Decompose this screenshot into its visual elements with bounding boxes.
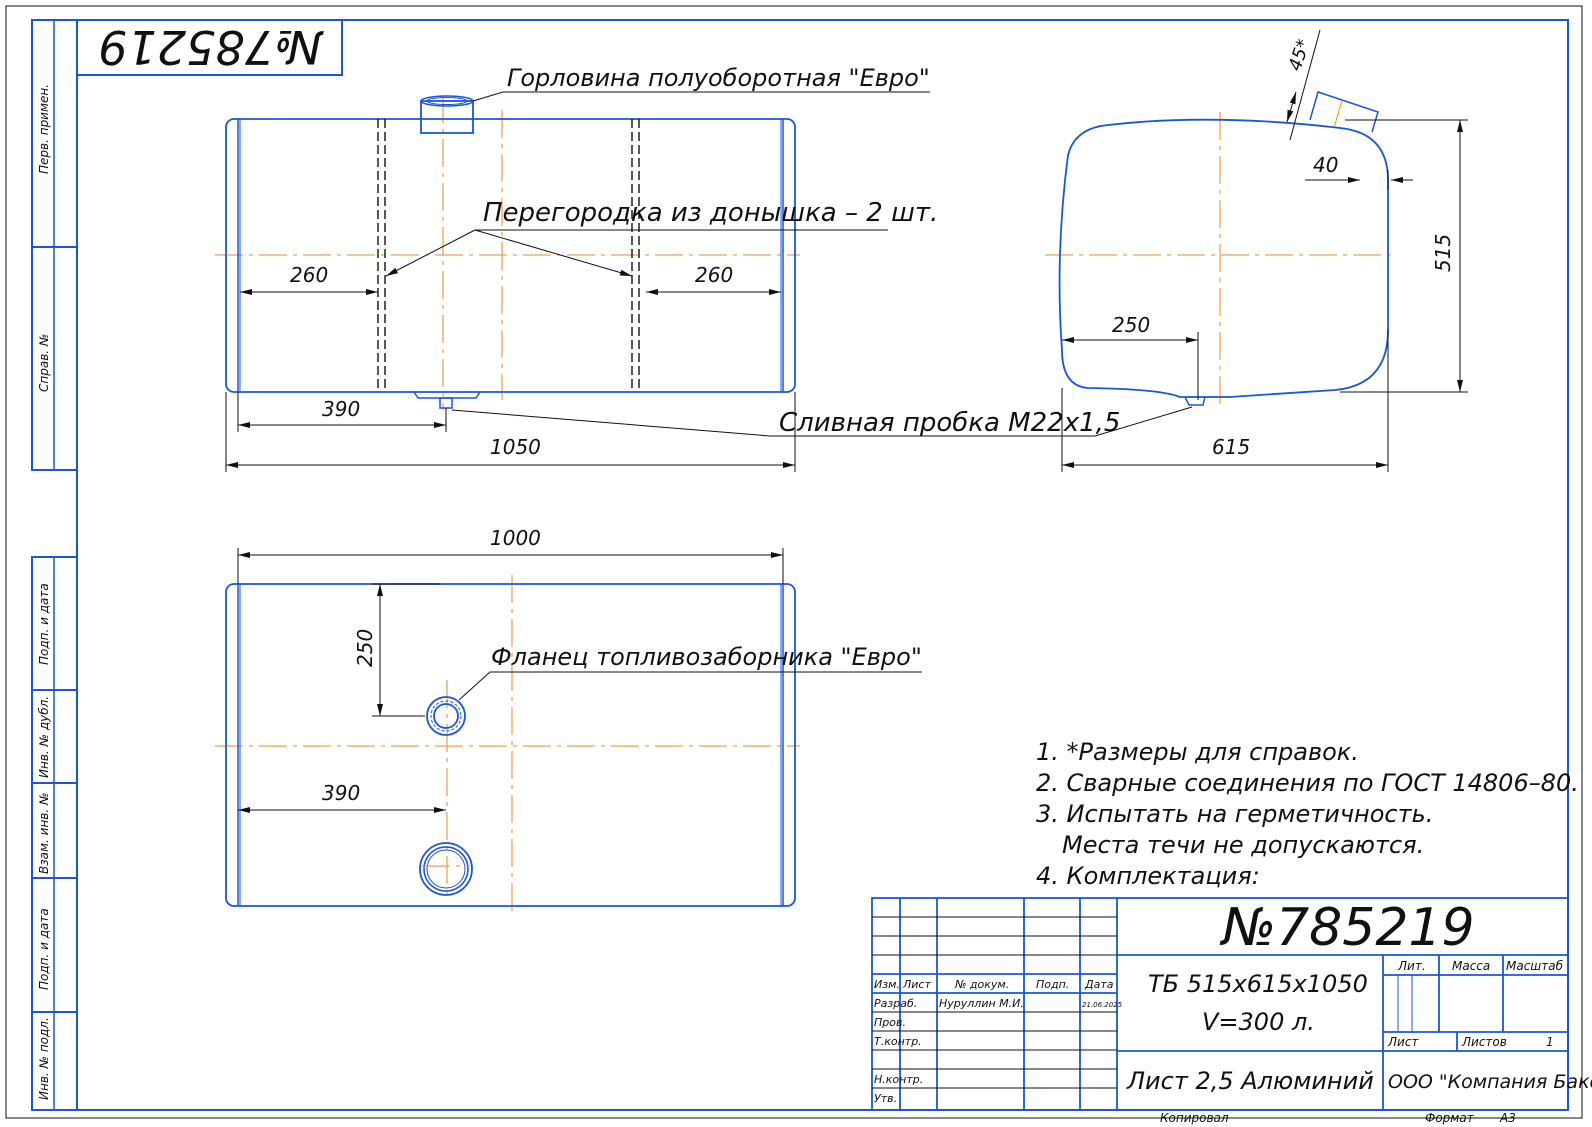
- tb-designation: №785219: [1219, 898, 1475, 958]
- footer-format-value: А3: [1499, 1111, 1516, 1125]
- tb-material: Лист 2,5 Алюминий: [1126, 1067, 1374, 1095]
- footer-kopiroval: Копировал: [1160, 1111, 1229, 1125]
- tb-row-tkontr: Т.контр.: [874, 1035, 922, 1048]
- dim-top-390: 390: [322, 781, 360, 805]
- strip-podp-data-1: Подп. и дата: [37, 583, 51, 665]
- dim-side-40: 40: [1313, 153, 1338, 177]
- title-block-rows: [872, 916, 1117, 1089]
- tb-listov-value: 1: [1546, 1035, 1554, 1049]
- footer-format: Формат: [1425, 1111, 1475, 1125]
- strip-perv-primen: Перв. примен.: [37, 84, 51, 174]
- dim-front-260-left: 260: [290, 263, 328, 287]
- callout-drain: Сливная пробка M22x1,5: [779, 408, 1120, 438]
- dim-side-515: 515: [1431, 234, 1455, 272]
- tb-masshtab: Масштаб: [1506, 959, 1564, 973]
- tb-col-data: Дата: [1084, 978, 1114, 991]
- front-view: [215, 95, 800, 410]
- strip-sprav-no: Справ. №: [37, 334, 51, 392]
- side-view: [1045, 91, 1395, 406]
- tb-row-prov: Пров.: [874, 1016, 906, 1029]
- tb-col-dokum: № докум.: [954, 978, 1009, 991]
- left-strip: [31, 19, 78, 1111]
- dimension-lines: [225, 29, 1468, 813]
- tb-lit: Лит.: [1397, 959, 1426, 973]
- dim-side-250: 250: [1112, 313, 1150, 337]
- tb-row-utv: Утв.: [874, 1092, 897, 1105]
- tb-listov-label: Листов: [1461, 1035, 1507, 1049]
- strip-inv-dubl: Инв. № дубл.: [37, 696, 51, 778]
- tb-name-line2: V=300 л.: [1202, 1008, 1315, 1036]
- dim-front-390: 390: [322, 397, 360, 421]
- tb-col-podp: Подп.: [1036, 978, 1069, 991]
- note-3b: Места течи не допускаются.: [1062, 831, 1424, 859]
- dim-front-260-right: 260: [695, 263, 733, 287]
- tb-massa: Масса: [1452, 959, 1490, 973]
- strip-podp-data-2: Подп. и дата: [37, 908, 51, 990]
- callout-neck: Горловина полуоборотная "Евро": [507, 64, 930, 92]
- note-4: 4. Комплектация:: [1036, 862, 1260, 890]
- outer-frame: [5, 5, 1583, 1119]
- dim-top-250: 250: [353, 629, 377, 667]
- dim-top-1000: 1000: [490, 526, 541, 550]
- title-block: [871, 897, 1569, 1111]
- dim-front-1050: 1050: [490, 435, 541, 459]
- strip-vzam-inv: Взам. инв. №: [37, 793, 51, 874]
- strip-inv-podl: Инв. № подл.: [37, 1017, 51, 1100]
- tb-col-list: Лист: [902, 978, 931, 991]
- tb-row-razrab: Разраб.: [874, 997, 917, 1010]
- note-1: 1. *Размеры для справок.: [1036, 738, 1359, 766]
- callout-partition: Перегородка из донышка – 2 шт.: [483, 198, 938, 228]
- note-2: 2. Сварные соединения по ГОСТ 14806–80.: [1036, 769, 1579, 797]
- tb-razrab-name: Нуруллин М.И.: [939, 997, 1024, 1010]
- callout-flange: Фланец топливозаборника "Евро": [491, 643, 922, 671]
- dim-side-615: 615: [1212, 435, 1250, 459]
- tb-col-izm: Изм.: [874, 978, 900, 991]
- tb-list-label: Лист: [1387, 1035, 1419, 1049]
- tb-row-nkontr: Н.контр.: [874, 1073, 923, 1086]
- tb-razrab-date: 21.06.2025: [1082, 1001, 1123, 1009]
- stamp-box: [76, 19, 343, 76]
- note-3: 3. Испытать на герметичность.: [1036, 800, 1433, 828]
- tb-company: ООО "Компания Бакор": [1388, 1071, 1592, 1093]
- tb-name-line1: ТБ 515х615х1050: [1148, 970, 1368, 998]
- top-view: [215, 575, 800, 915]
- stamp-number: №785219: [98, 20, 324, 74]
